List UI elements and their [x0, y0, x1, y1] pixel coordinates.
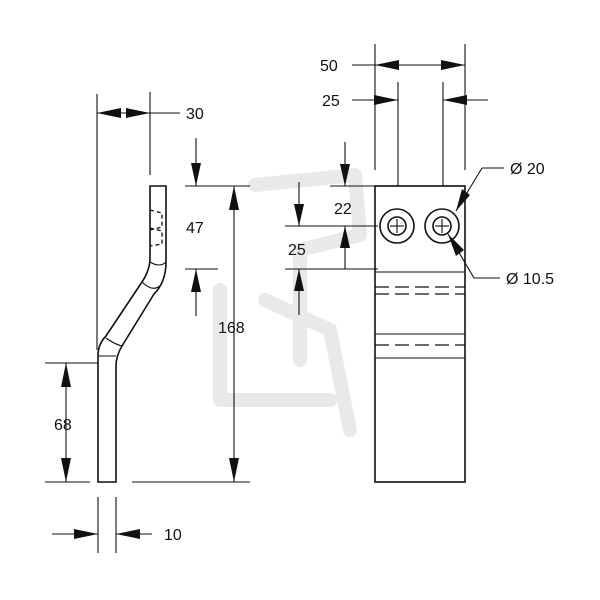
- hole-left: [379, 208, 415, 244]
- dim-thickness: 10: [164, 527, 182, 544]
- hole-right: [424, 208, 460, 244]
- hidden-hole-side-2: [149, 227, 163, 247]
- dim-hole-spacing: 25: [288, 242, 306, 259]
- front-view: 50 25 22 25 Ø 20 Ø 10.5: [285, 44, 554, 483]
- dim-side-width: 30: [186, 106, 204, 123]
- dim-overall-height: 168: [218, 320, 245, 337]
- dim-hole-diameter: Ø 10.5: [506, 271, 554, 288]
- side-view: 30 47 168 68 10: [45, 92, 250, 553]
- dim-bottom-height: 68: [54, 417, 72, 434]
- dim-outer-diameter: Ø 20: [510, 161, 545, 178]
- dim-hole-offset: 25: [322, 93, 340, 110]
- side-profile-outline: [97, 185, 167, 483]
- dim-overall-width: 50: [320, 58, 338, 75]
- dim-tab-height: 47: [186, 220, 204, 237]
- hidden-hole-side-1: [149, 209, 163, 231]
- dim-top-to-hole: 22: [334, 201, 352, 218]
